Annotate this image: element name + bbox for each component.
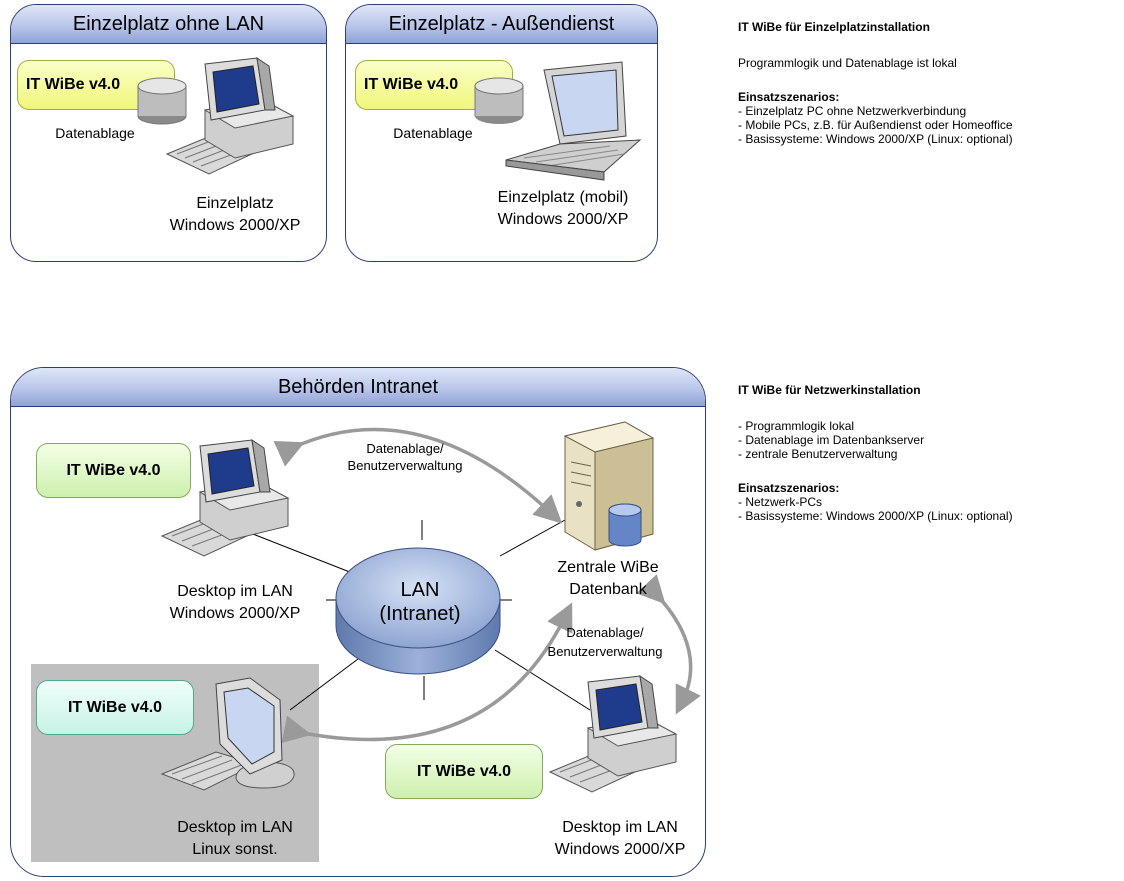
desktop-caption-line-2: Windows 2000/XP — [554, 841, 686, 858]
desktop-pc-icon — [160, 438, 290, 557]
section-heading: IT WiBe für Netzwerkinstallation — [738, 383, 921, 397]
server-icon — [563, 421, 655, 551]
lan-label-line-2: (Intranet) — [379, 603, 461, 625]
list-item: - Datenablage im Datenbankserver — [738, 433, 925, 447]
panel-title: Behörden Intranet — [11, 368, 705, 407]
caption-line-2: Windows 2000/XP — [497, 211, 629, 228]
it-wibe-badge-linux: IT WiBe v4.0 — [36, 680, 194, 735]
lan-disc-icon — [335, 547, 501, 675]
caption-line-2: Windows 2000/XP — [169, 217, 301, 234]
section-heading: IT WiBe für Einzelplatzinstallation — [738, 20, 930, 34]
linux-caption-line-2: Linux sonst. — [192, 841, 278, 858]
desktop-pc-icon — [548, 674, 678, 793]
arrow-label-line-1: Datenablage/ — [366, 441, 444, 456]
arrow-label-line-1: Datenablage/ — [566, 625, 644, 640]
desktop-caption-line-1: Desktop im LAN — [177, 583, 293, 600]
lan-label-line-1: LAN — [400, 579, 440, 601]
it-wibe-badge-top: IT WiBe v4.0 — [36, 443, 191, 498]
desktop-caption-line-2: Windows 2000/XP — [169, 605, 301, 622]
linux-caption-line-1: Desktop im LAN — [177, 819, 293, 836]
scenarios-heading: Einsatzszenarios: — [738, 90, 840, 104]
laptop-icon — [505, 61, 642, 181]
list-item: - Programmlogik lokal — [738, 419, 855, 433]
list-item: - Basissysteme: Windows 2000/XP (Linux: … — [738, 132, 1013, 146]
server-caption-line-2: Datenbank — [569, 581, 647, 598]
panel-title: Einzelplatz ohne LAN — [11, 5, 326, 44]
caption-line-1: Einzelplatz (mobil) — [497, 189, 629, 206]
description-text: Programmlogik und Datenablage ist lokal — [738, 56, 957, 70]
list-item: - Basissysteme: Windows 2000/XP (Linux: … — [738, 509, 1013, 523]
storage-label: Datenablage — [393, 125, 473, 141]
panel-title: Einzelplatz - Außendienst — [346, 5, 657, 44]
database-icon — [474, 77, 524, 124]
list-item: - Mobile PCs, z.B. für Außendienst oder … — [738, 118, 1013, 132]
list-item: - Netzwerk-PCs — [738, 495, 823, 509]
database-icon — [137, 77, 187, 125]
server-caption-line-1: Zentrale WiBe — [557, 559, 659, 576]
it-wibe-badge-bottom-right: IT WiBe v4.0 — [385, 744, 543, 799]
list-item: - Einzelplatz PC ohne Netzwerkverbindung — [738, 104, 967, 118]
arrow-label-line-2: Benutzerverwaltung — [347, 458, 463, 473]
arrow-label-line-2: Benutzerverwaltung — [547, 644, 663, 659]
scenarios-heading: Einsatzszenarios: — [738, 481, 840, 495]
desktop-caption-line-1: Desktop im LAN — [562, 819, 678, 836]
network-install-description: IT WiBe für Netzwerkinstallation - Progr… — [738, 383, 1118, 523]
linux-monitor-icon — [160, 677, 295, 791]
single-install-description: IT WiBe für Einzelplatzinstallation Prog… — [738, 20, 1118, 146]
caption-line-1: Einzelplatz — [196, 195, 274, 212]
desktop-pc-icon — [165, 56, 295, 175]
list-item: - zentrale Benutzerverwaltung — [738, 447, 898, 461]
storage-label: Datenablage — [55, 125, 135, 141]
